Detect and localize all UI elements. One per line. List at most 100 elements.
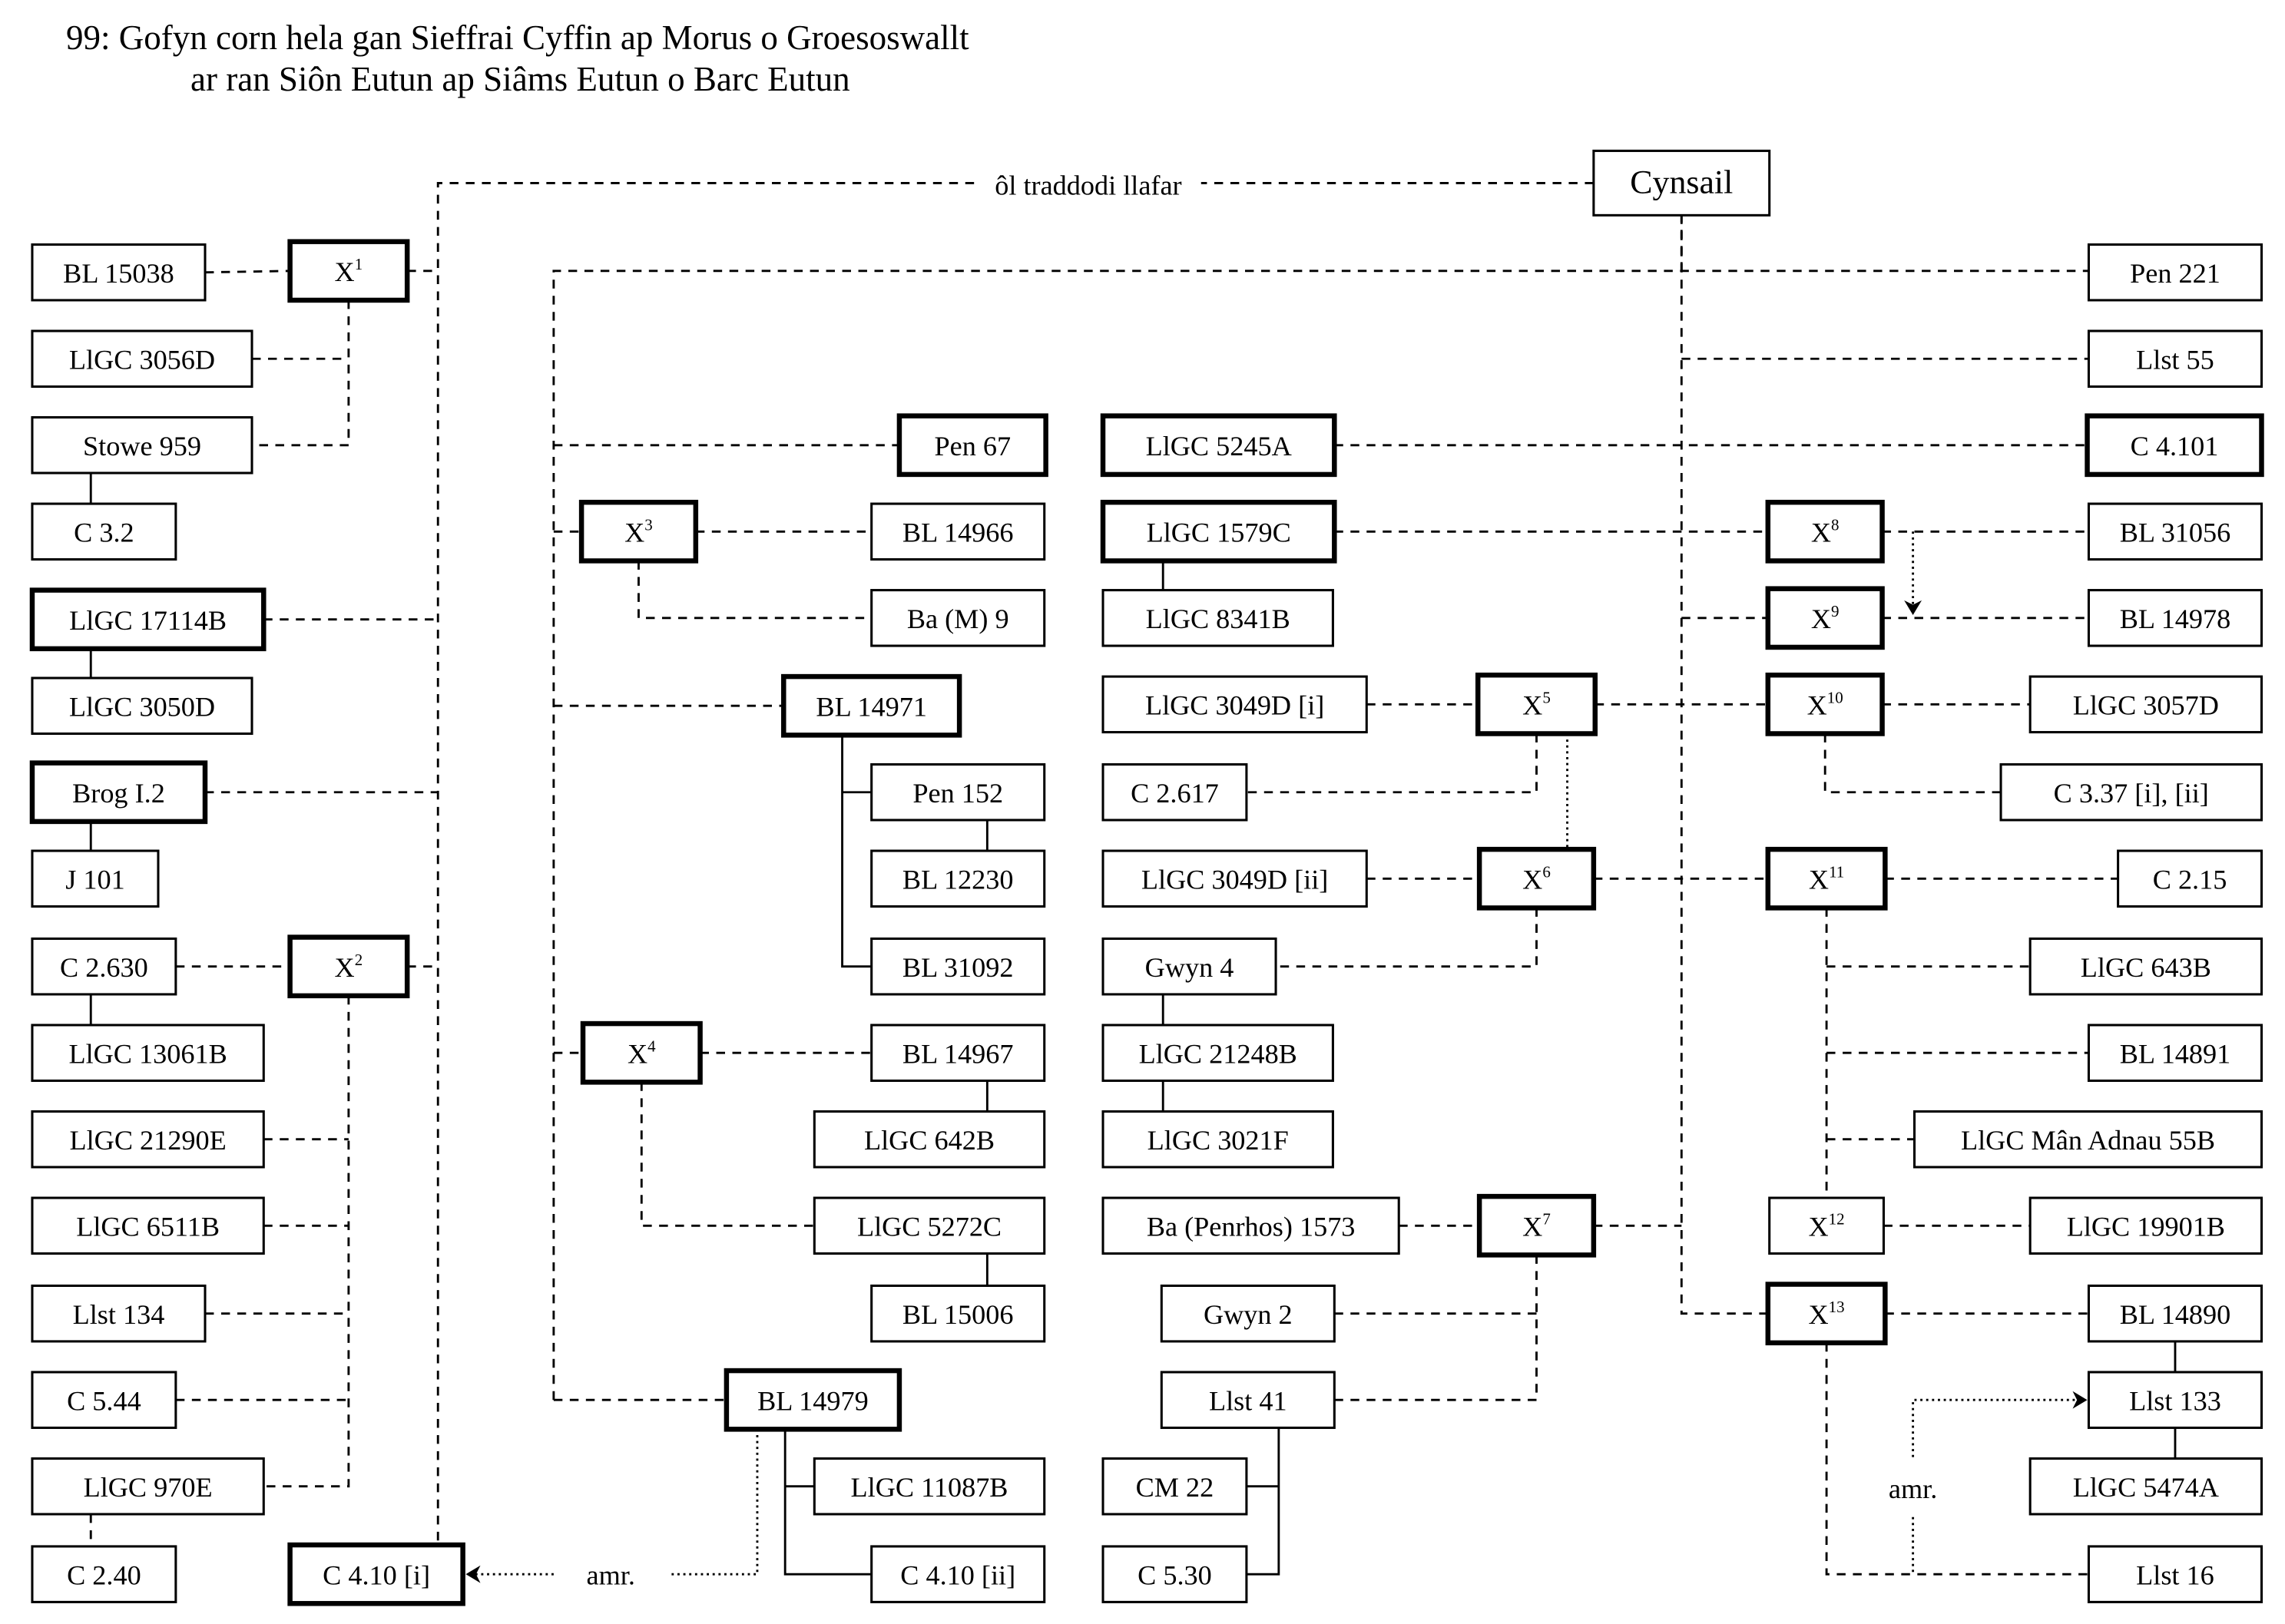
node-label: BL 31092 xyxy=(902,952,1014,983)
manuscript-node: LlGC 5245A xyxy=(1100,413,1337,478)
manuscript-node: LlGC 3049D [i] xyxy=(1101,675,1368,734)
node-box xyxy=(31,1196,265,1255)
node-label: X7 xyxy=(1522,1209,1551,1242)
node-box xyxy=(781,673,962,738)
node-box xyxy=(870,762,1046,822)
node-label: BL 14890 xyxy=(2120,1299,2231,1330)
node-label: LlGC 13061B xyxy=(68,1039,227,1070)
manuscript-node: BL 12230 xyxy=(870,849,1046,908)
manuscript-node: Ba (Penrhos) 1573 xyxy=(1101,1196,1400,1255)
title-line-1: 99: Gofyn corn hela gan Sieffrai Cyffin … xyxy=(66,18,969,57)
manuscript-node: C 4.10 [ii] xyxy=(870,1545,1046,1603)
node-box xyxy=(1912,1110,2263,1169)
node-box xyxy=(1592,149,1771,217)
node-box xyxy=(31,1284,207,1343)
node-box xyxy=(287,1542,465,1606)
node-box xyxy=(1160,1371,1336,1429)
node-label: C 4.10 [ii] xyxy=(900,1560,1015,1591)
node-label: Pen 221 xyxy=(2130,258,2220,289)
node-label: LlGC 21248B xyxy=(1139,1039,1297,1070)
manuscript-node: C 2.40 xyxy=(31,1545,177,1603)
node-label: Llst 133 xyxy=(2129,1386,2221,1417)
manuscript-node: LlGC 8341B xyxy=(1101,589,1334,647)
node-box xyxy=(870,1545,1046,1603)
manuscript-node: LlGC 1579C xyxy=(1100,499,1337,564)
edge xyxy=(1246,733,1538,794)
edge xyxy=(1334,1255,1538,1401)
manuscript-node: LlGC 21290E xyxy=(31,1110,265,1169)
node-label: BL 14966 xyxy=(902,518,1014,548)
oral-tradition-edge-left xyxy=(436,181,975,1546)
node-box xyxy=(1101,589,1334,647)
hyparchetype-node: X8 xyxy=(1765,499,1885,564)
manuscript-node: LlGC 3021F xyxy=(1101,1110,1334,1169)
manuscript-node: C 2.15 xyxy=(2117,849,2263,908)
node-label: BL 14967 xyxy=(902,1039,1014,1070)
node-label: Brog I.2 xyxy=(72,778,165,809)
node-box xyxy=(2087,589,2263,647)
edge xyxy=(1276,908,1538,968)
hyparchetype-node: X9 xyxy=(1765,586,1885,650)
manuscript-node: LlGC 5272C xyxy=(813,1196,1046,1255)
edge xyxy=(783,1429,872,1576)
node-label: BL 15038 xyxy=(63,258,174,289)
node-label: C 4.10 [i] xyxy=(323,1560,430,1591)
node-box xyxy=(2085,413,2264,478)
edge xyxy=(1823,733,2002,794)
node-label: C 2.15 xyxy=(2153,865,2227,895)
node-box xyxy=(2117,849,2263,908)
archetype-node: Cynsail xyxy=(1592,149,1771,217)
free-labels-layer: ôl traddodi llafar amr. amr. xyxy=(587,170,1938,1591)
node-label: Ba (Penrhos) 1573 xyxy=(1147,1212,1356,1242)
node-label: X13 xyxy=(1809,1298,1845,1330)
node-box xyxy=(870,502,1046,561)
node-box xyxy=(1765,672,1885,736)
node-label: Pen 67 xyxy=(934,431,1011,461)
node-box xyxy=(870,1024,1046,1082)
manuscript-node: LlGC 19901B xyxy=(2028,1196,2263,1255)
manuscript-node: Brog I.2 xyxy=(29,760,208,825)
manuscript-node: LlGC 5474A xyxy=(2028,1457,2263,1516)
node-label: Stowe 959 xyxy=(83,431,201,461)
node-box xyxy=(870,937,1046,996)
node-label: LlGC 3049D [i] xyxy=(1145,690,1324,721)
manuscript-node: C 5.30 xyxy=(1101,1545,1248,1603)
node-box xyxy=(2087,1371,2263,1429)
node-label: BL 14979 xyxy=(757,1386,869,1417)
node-box xyxy=(870,1284,1046,1343)
node-label: LlGC 5474A xyxy=(2073,1472,2219,1503)
stemma-title: 99: Gofyn corn hela gan Sieffrai Cyffin … xyxy=(66,17,969,100)
edge xyxy=(204,270,290,274)
node-box xyxy=(31,329,253,389)
edge xyxy=(263,995,350,1488)
manuscript-node: LlGC 643B xyxy=(2028,937,2263,996)
manuscript-node: C 2.630 xyxy=(31,937,177,996)
node-box xyxy=(1160,1284,1336,1343)
hyparchetype-node: X2 xyxy=(287,934,410,999)
node-label: LlGC Mân Adnau 55B xyxy=(1961,1125,2215,1156)
hyparchetype-node: X13 xyxy=(1765,1282,1888,1346)
node-label: X3 xyxy=(624,515,653,547)
node-box xyxy=(2087,502,2263,561)
node-box xyxy=(724,1368,902,1432)
node-box xyxy=(2087,1545,2263,1603)
node-box xyxy=(31,1110,265,1169)
manuscript-node: CM 22 xyxy=(1101,1457,1248,1516)
node-label: LlGC 3050D xyxy=(69,692,215,723)
node-box xyxy=(1768,1196,1885,1255)
manuscript-node: Llst 16 xyxy=(2087,1545,2263,1603)
node-box xyxy=(2028,675,2263,734)
node-box xyxy=(1101,762,1248,822)
manuscript-node: Llst 133 xyxy=(2087,1371,2263,1429)
node-box xyxy=(1765,1282,1888,1346)
title-line-2: ar ran Siôn Eutun ap Siâms Eutun o Barc … xyxy=(190,60,850,98)
arrowhead-left-icon xyxy=(465,1565,481,1583)
hyparchetype-node: X11 xyxy=(1765,846,1888,911)
node-label: Llst 41 xyxy=(1209,1386,1287,1417)
manuscript-node: BL 15038 xyxy=(31,243,207,302)
hyparchetype-node: X3 xyxy=(578,499,699,564)
node-box xyxy=(813,1457,1046,1516)
node-box xyxy=(1100,413,1337,478)
manuscript-node: BL 14890 xyxy=(2087,1284,2263,1343)
node-box xyxy=(29,587,267,652)
